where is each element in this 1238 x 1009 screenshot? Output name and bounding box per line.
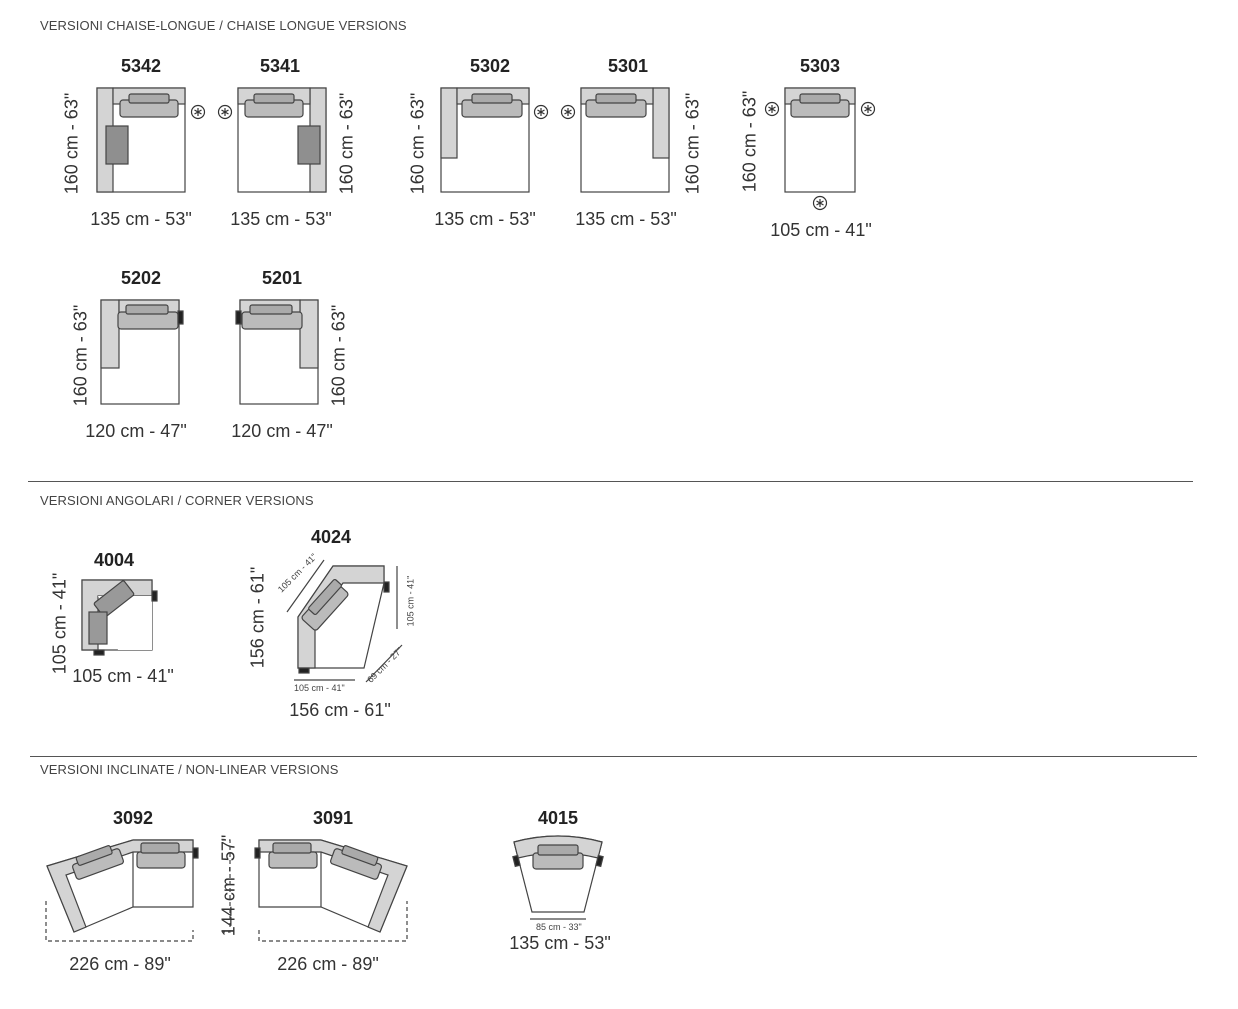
section-title-nonlinear: VERSIONI INCLINATE / NON-LINEAR VERSIONS <box>40 762 339 777</box>
inner-label-4015: 85 cm - 33" <box>536 922 582 932</box>
width-label-3091: 226 cm - 89" <box>277 954 379 974</box>
width-label-4004: 105 cm - 41" <box>72 666 174 686</box>
sofa-plan-3092 <box>45 839 199 942</box>
sofa-plan-5302 <box>440 87 530 193</box>
width-label-5302: 135 cm - 53" <box>434 209 536 229</box>
width-label-5202: 120 cm - 47" <box>85 421 187 441</box>
model-code-5342: 5342 <box>120 56 162 76</box>
sofa-plan-4004 <box>81 579 158 656</box>
model-code-3091: 3091 <box>312 808 354 828</box>
section-title-chaise: VERSIONI CHAISE-LONGUE / CHAISE LONGUE V… <box>40 18 407 33</box>
section-title-corner: VERSIONI ANGOLARI / CORNER VERSIONS <box>40 493 314 508</box>
width-label-5301: 135 cm - 53" <box>575 209 677 229</box>
side-label-4024-c: 105 cm - 41" <box>294 683 345 693</box>
width-label-4024: 156 cm - 61" <box>289 700 391 720</box>
sofa-plan-5303 <box>784 87 856 193</box>
sofa-plan-5342 <box>96 87 186 193</box>
sofa-plan-5341 <box>237 87 327 193</box>
width-label-5303: 105 cm - 41" <box>770 220 872 240</box>
model-code-4004: 4004 <box>93 550 135 570</box>
width-label-5342: 135 cm - 53" <box>90 209 192 229</box>
sofa-plan-5301 <box>580 87 670 193</box>
sofa-plan-5201 <box>235 299 319 405</box>
section-divider <box>30 756 1197 757</box>
sofa-plan-5202 <box>100 299 184 405</box>
width-label-3092: 226 cm - 89" <box>69 954 171 974</box>
width-label-5341: 135 cm - 53" <box>230 209 332 229</box>
model-code-5302: 5302 <box>469 56 511 76</box>
model-code-5201: 5201 <box>261 268 303 288</box>
sofa-plan-4024 <box>286 559 403 683</box>
model-code-4024: 4024 <box>310 527 352 547</box>
model-code-3092: 3092 <box>112 808 154 828</box>
sofa-plan-3091 <box>222 839 408 942</box>
width-label-4015: 135 cm - 53" <box>509 933 611 953</box>
section-divider <box>28 481 1193 482</box>
model-code-5303: 5303 <box>799 56 841 76</box>
width-label-5201: 120 cm - 47" <box>231 421 333 441</box>
model-code-5301: 5301 <box>607 56 649 76</box>
sofa-plan-4015 <box>512 835 604 920</box>
model-code-5341: 5341 <box>259 56 301 76</box>
model-code-5202: 5202 <box>120 268 162 288</box>
model-code-4015: 4015 <box>537 808 579 828</box>
